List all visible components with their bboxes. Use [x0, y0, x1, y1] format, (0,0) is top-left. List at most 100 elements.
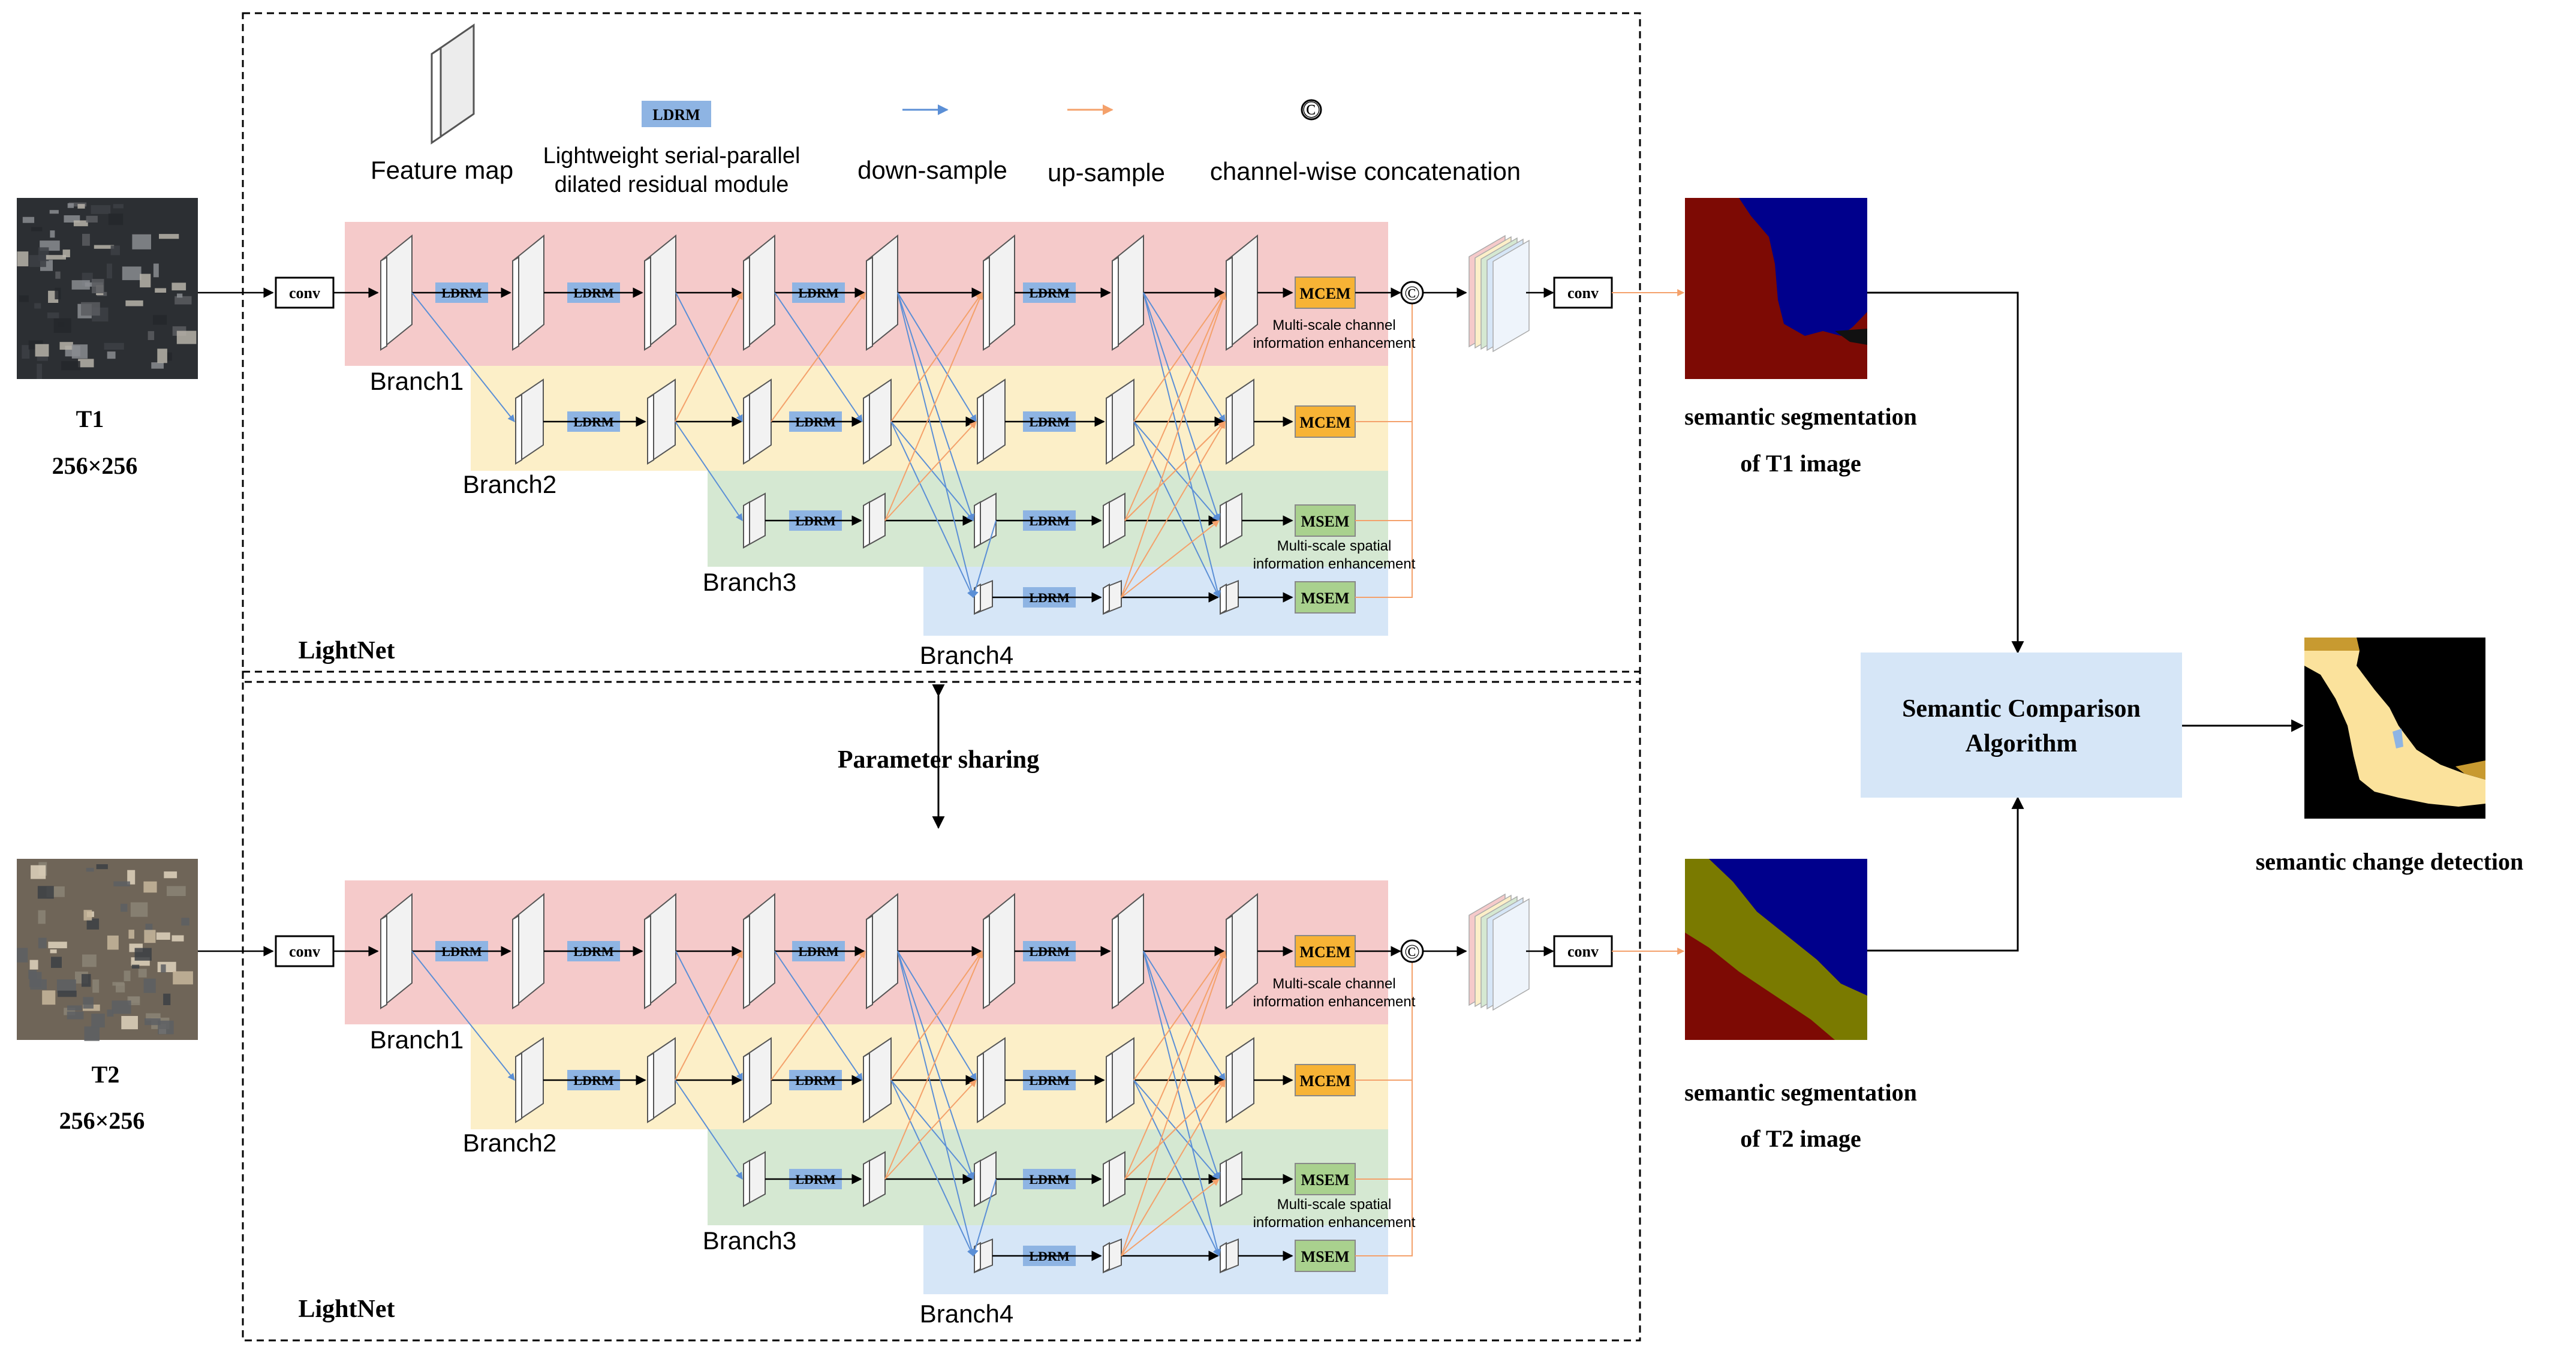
texture-patch [61, 361, 80, 371]
legend-concat-icon [1301, 99, 1322, 121]
msem-block-4 [1295, 1240, 1356, 1272]
branch3-feature-map-2 [863, 1151, 886, 1207]
texture-patch [82, 974, 91, 987]
up-sample-arrow-9 [1121, 1079, 1226, 1256]
branch1-feature-map-8 [1226, 892, 1258, 1010]
msem-desc-line1: Multi-scale spatial [1277, 538, 1392, 554]
branch3-feature-map-5 [1220, 492, 1242, 549]
output-conv-block [1553, 276, 1613, 309]
up-sample-arrow-1 [675, 950, 743, 1081]
down-sample-arrow-14 [1143, 951, 1221, 1257]
branch2-feature-map-2 [647, 378, 676, 465]
comparison-line2: Algorithm [1966, 730, 2078, 757]
texture-patch [152, 315, 167, 325]
texture-patch [22, 345, 30, 359]
input-conv-block [275, 935, 335, 967]
branch1-feature-map-5 [866, 892, 898, 1010]
branch1-feature-map-7 [1112, 234, 1144, 351]
down-sample-arrow-8 [1133, 421, 1220, 521]
texture-patch [134, 948, 152, 961]
up-sample-arrow-12 [771, 951, 866, 1081]
texture-patch [157, 348, 167, 363]
texture-patch [166, 352, 172, 361]
legend: Feature map LDRM Lightweight serial-para… [371, 23, 1521, 197]
t1-size: 256×256 [52, 452, 138, 479]
lightnet-label: LightNet [299, 1295, 395, 1323]
texture-patch [37, 363, 42, 379]
texture-patch [31, 227, 43, 231]
texture-patch [163, 993, 171, 1005]
branch2-feature-map-1 [515, 378, 544, 465]
texture-patch [46, 255, 66, 260]
msem-block-4 [1295, 581, 1356, 614]
texture-patch [108, 214, 124, 226]
up-sample-arrow-8 [1121, 950, 1227, 1256]
texture-patch [121, 1016, 138, 1030]
branch1-feature-map-4 [743, 234, 775, 351]
texture-patch [71, 344, 88, 359]
texture-patch [83, 997, 94, 1009]
branch1-feature-map-8 [1226, 234, 1258, 351]
up-sample-arrow-3 [1133, 292, 1226, 422]
texture-patch [164, 871, 177, 879]
texture-patch [181, 918, 189, 926]
branch1-feature-map-2 [512, 234, 544, 351]
branch3-feature-map-1 [743, 1151, 766, 1207]
texture-patch [167, 886, 186, 896]
branch1-feature-map-5 [866, 234, 898, 351]
branch2-feature-map-6 [1106, 378, 1134, 465]
branch3-feature-map-4 [1103, 1151, 1126, 1207]
msem-desc-line2: information enhancement [1253, 556, 1416, 572]
texture-patch [107, 351, 116, 359]
texture-patch [113, 204, 124, 209]
branch1-feature-map-7 [1112, 892, 1144, 1010]
down-sample-arrow-11 [971, 520, 997, 599]
down-sample-arrow-6 [675, 421, 743, 521]
up-sample-arrow-6 [1124, 291, 1226, 521]
msem-block-3 [1295, 1163, 1356, 1195]
legend-up-label: up-sample [1048, 158, 1165, 187]
mcem-desc-line1: Multi-scale channel [1272, 317, 1395, 333]
texture-patch [56, 979, 76, 993]
msem-label-4: MSEM [1301, 1248, 1350, 1265]
down-sample-arrow-7 [890, 1080, 974, 1180]
seg-t2-line2: of T2 image [1740, 1125, 1861, 1152]
seg-t2-image [1685, 859, 1867, 1040]
comparison-line1: Semantic Comparison [1902, 695, 2141, 723]
down-sample-arrow-1 [411, 292, 515, 422]
texture-patch [96, 864, 108, 870]
down-sample-arrow-9 [897, 951, 975, 1180]
parameter-sharing-label: Parameter sharing [838, 746, 1039, 774]
branch3-feature-map-3 [974, 1151, 997, 1207]
texture-patch [38, 910, 46, 924]
texture-patch [67, 1011, 84, 1020]
texture-patch [156, 932, 170, 940]
texture-patch [112, 1000, 131, 1014]
down-sample-arrow-5 [1143, 951, 1226, 1081]
texture-patch [92, 279, 104, 293]
up-sample-arrow-1 [675, 291, 743, 422]
texture-patch [94, 245, 115, 249]
branch4-feature-map-3 [1220, 1238, 1239, 1274]
texture-patch [47, 312, 59, 318]
texture-patch [35, 344, 49, 357]
up-sample-arrow-11 [1124, 1080, 1226, 1180]
msem-desc-line1: Multi-scale spatial [1277, 1196, 1392, 1213]
texture-patch [91, 205, 111, 214]
texture-patch [82, 954, 97, 967]
texture-patch [77, 204, 85, 209]
t2-size: 256×256 [59, 1107, 145, 1134]
output-conv-label: conv [1567, 284, 1599, 302]
up-sample-arrow-5 [884, 421, 977, 521]
mcem-label-1: MCEM [1299, 285, 1350, 302]
branch3-feature-map-5 [1220, 1151, 1242, 1207]
texture-patch [113, 881, 130, 886]
branch2-feature-map-5 [977, 378, 1006, 465]
texture-patch [151, 362, 164, 369]
seg-t1-line1: semantic segmentation [1684, 403, 1917, 430]
input-conv-block [275, 276, 335, 309]
texture-patch [110, 245, 120, 255]
down-sample-arrow-10 [1143, 951, 1221, 1180]
flow-seg1-to-comparison [1867, 291, 2024, 654]
up-sample-arrow-2 [890, 292, 983, 422]
